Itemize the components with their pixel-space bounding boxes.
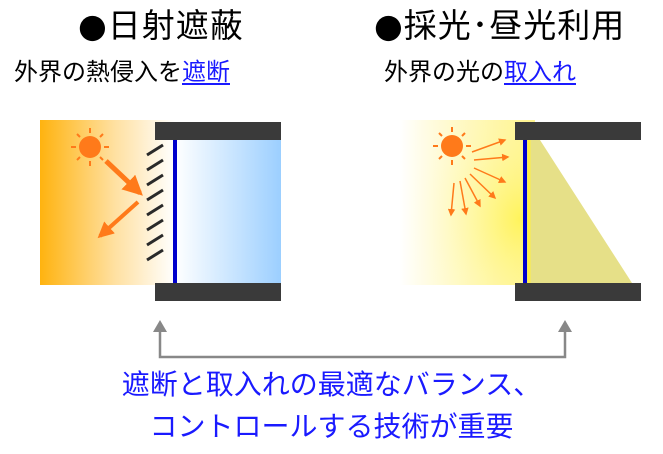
light-rays xyxy=(447,138,510,217)
sun-icon xyxy=(71,128,109,166)
daylighting-subtitle-text: 外界の光の xyxy=(384,58,504,86)
shading-heading: ●日射遮蔽 xyxy=(78,6,244,45)
bottom-frame xyxy=(515,283,641,301)
outside-area xyxy=(40,120,175,285)
connector-arrowhead-right xyxy=(558,320,572,332)
daylighting-subtitle: 外界の光の取入れ xyxy=(384,58,576,86)
daylighting-diagram xyxy=(400,120,641,301)
daylight-spread xyxy=(527,140,632,283)
incoming-sun-arrow xyxy=(104,159,143,196)
louvers xyxy=(146,143,164,262)
conclusion-line-1: 遮断と取入れの最適なバランス、 xyxy=(121,368,542,401)
connector-arrowhead-left xyxy=(153,320,167,332)
sun-icon xyxy=(433,127,471,165)
shading-diagram xyxy=(40,120,281,301)
conclusion-line-2: コントロールする技術が重要 xyxy=(149,410,514,443)
intake-highlight-link[interactable]: 取入れ xyxy=(504,58,576,86)
indoor-area xyxy=(175,135,281,285)
outside-glow xyxy=(400,120,535,285)
block-highlight-link[interactable]: 遮断 xyxy=(182,58,230,86)
reflected-sun-arrow xyxy=(97,200,140,239)
bottom-frame xyxy=(155,283,281,301)
daylighting-heading: ●採光･昼光利用 xyxy=(374,6,626,45)
top-frame xyxy=(155,122,281,140)
shading-subtitle: 外界の熱侵入を遮断 xyxy=(14,58,230,86)
balance-connector xyxy=(153,320,572,359)
top-frame xyxy=(515,122,641,140)
shading-subtitle-text: 外界の熱侵入を xyxy=(14,58,182,86)
